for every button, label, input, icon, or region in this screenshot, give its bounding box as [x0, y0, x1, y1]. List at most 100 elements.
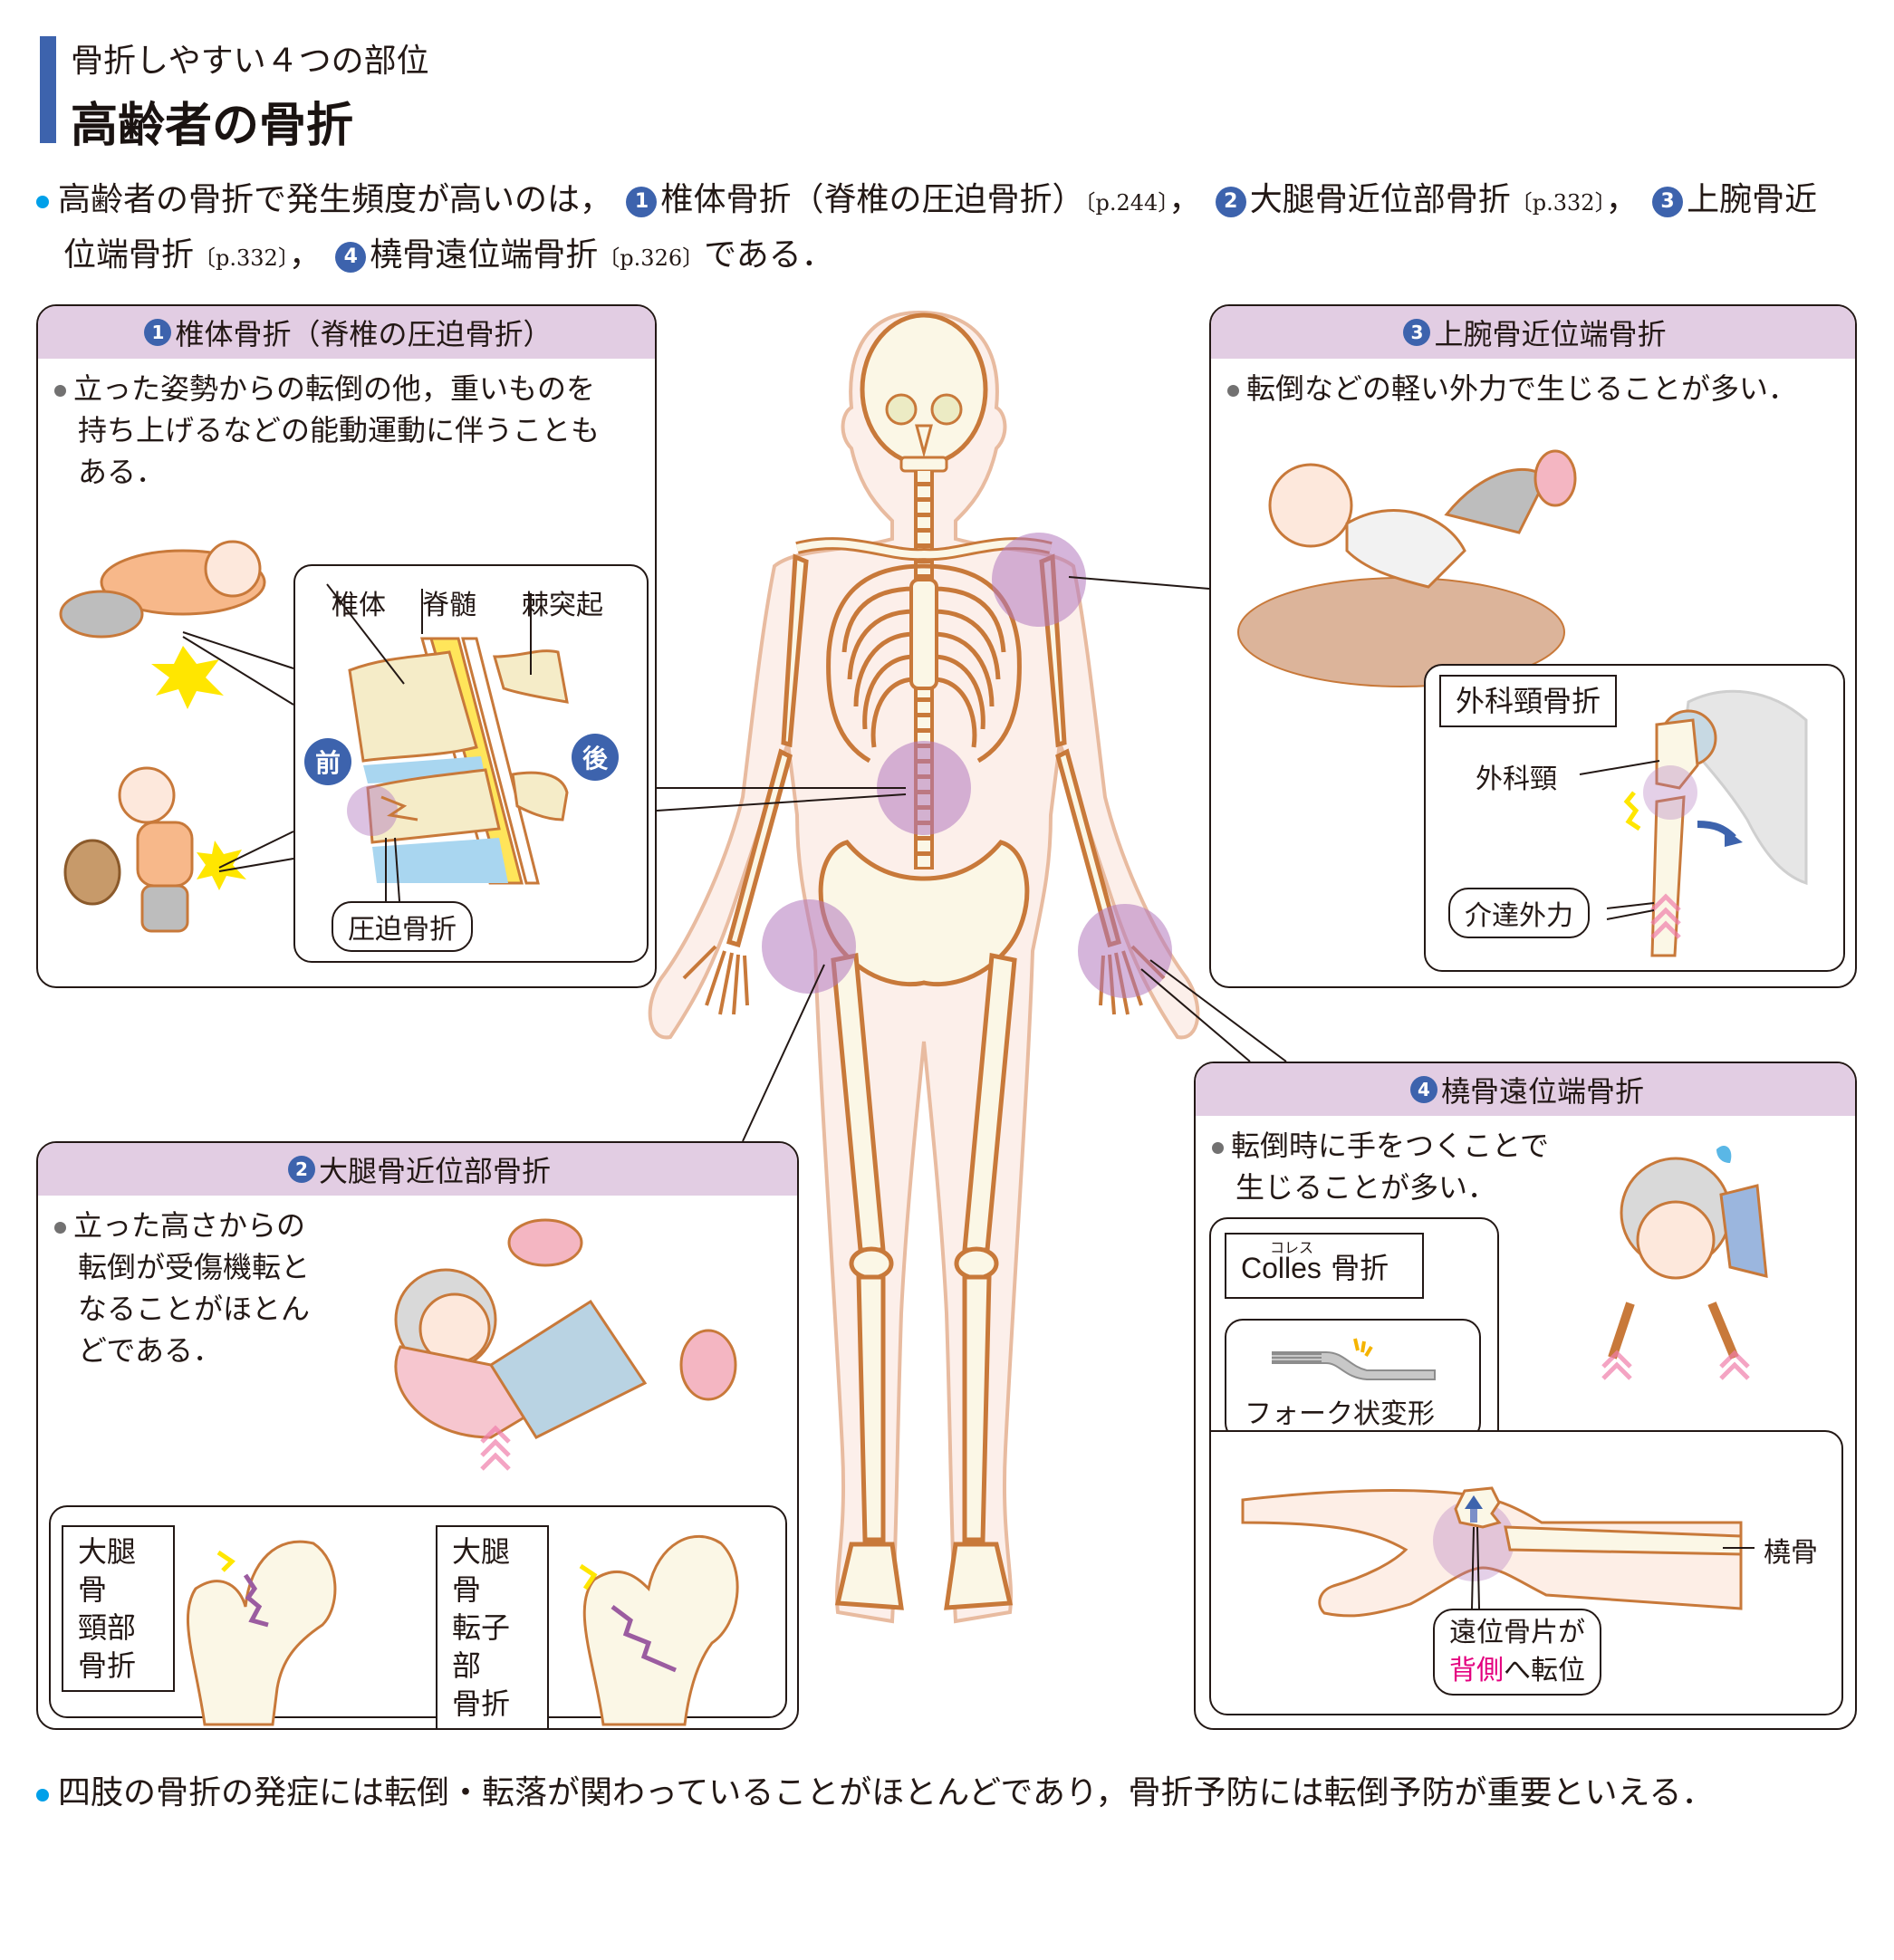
bullet-icon [36, 196, 49, 208]
label-back: 後 [572, 734, 619, 781]
panel-title: 橈骨遠位端骨折 [1440, 1074, 1644, 1109]
label-fork-deformity: フォーク状変形 [1245, 1398, 1435, 1430]
femur-diagrams [186, 1534, 739, 1726]
text-line: 転倒が受傷機転と [78, 1250, 311, 1284]
closing-text: 四肢の骨折の発症には転倒・転落が関わっていることがほとんどであり，骨折予防には転… [58, 1774, 1715, 1811]
bullet-icon [54, 384, 66, 397]
label-text: Colles [1241, 1252, 1322, 1284]
spine-detail-box: 椎体 脊髄 棘突起 前 後 圧迫骨折 [293, 564, 649, 963]
panel-description: 転倒などの軽い外力で生じることが多い． [1211, 359, 1855, 409]
panel-description: 立った姿勢からの転倒の他，重いものを 持ち上げるなどの能動運動に伴うことも ある… [38, 359, 655, 493]
intro-item-3-rest: 位端骨折 [63, 236, 195, 274]
intro-text: 高齢者の骨折で発生頻度が高いのは， [58, 181, 613, 218]
label-line: 骨折 [78, 1648, 137, 1683]
text-line: 転倒などの軽い外力で生じることが多い． [1246, 371, 1798, 406]
leader-lines [182, 631, 294, 872]
text-line: ある． [78, 455, 166, 489]
panel-header: 1 椎体骨折（脊椎の圧迫骨折） [38, 306, 655, 359]
text-line: 生じることが多い． [1235, 1170, 1497, 1205]
label-radius: 橈骨 [1764, 1537, 1818, 1569]
label-spinal-cord: 脊髄 [422, 590, 476, 621]
femur-detail-box: 大腿骨 頸部 骨折 大腿骨 転子部 骨折 [49, 1505, 787, 1728]
panel-proximal-femur-fracture: 2 大腿骨近位部骨折 立った高さからの 転倒が受傷機転と なることがほとん どで… [36, 1141, 799, 1730]
label-compression-fracture: 圧迫骨折 [332, 901, 473, 952]
panel-title: 椎体骨折（脊椎の圧迫骨折） [175, 317, 553, 351]
text-line: 立った高さからの [73, 1208, 306, 1243]
label-surgical-neck: 外科頸 [1476, 764, 1557, 795]
label-text: へ転位 [1504, 1655, 1585, 1686]
fork-deformity-bubble: フォーク状変形 [1225, 1319, 1481, 1441]
label-spinous-process: 棘突起 [522, 590, 603, 621]
panel-title: 上腕骨近位端骨折 [1434, 317, 1667, 351]
text-line: 転倒時に手をつくことで [1231, 1129, 1550, 1163]
panel-vertebral-fracture: 1 椎体骨折（脊椎の圧迫骨折） 立った姿勢からの転倒の他，重いものを 持ち上げる… [36, 304, 657, 988]
panel-description: 立った高さからの 転倒が受傷機転と なることがほとん どである． [38, 1196, 797, 1371]
title-accent-bar [40, 36, 56, 143]
number-badge-2: 2 [1215, 187, 1246, 217]
label-vertebral-body: 椎体 [332, 590, 386, 621]
number-badge-4: 4 [1409, 1076, 1437, 1103]
panel-title: 大腿骨近位部骨折 [318, 1154, 551, 1188]
wrist-detail-box: 橈骨 遠位骨片が 背側へ転位 [1209, 1430, 1843, 1715]
highlighted-text: 背側 [1449, 1655, 1504, 1686]
falling-elderly-illustration [394, 1218, 737, 1471]
separator: ， [1168, 181, 1202, 218]
bullet-icon [54, 1221, 66, 1234]
label-text: 骨折 [1331, 1251, 1389, 1285]
number-badge-3: 3 [1652, 187, 1684, 217]
bullet-icon [1212, 1141, 1224, 1154]
panel-proximal-humerus-fracture: 3 上腕骨近位端骨折 転倒などの軽い外力で生じることが多い． 外科頸骨折 外科頸… [1209, 304, 1857, 988]
humerus-diagram [1579, 689, 1808, 957]
colles-detail-box: コレス Colles 骨折 フォーク状変形 [1209, 1217, 1499, 1453]
vertebra-diagram [326, 583, 569, 902]
label-trochanteric-fracture: 大腿骨 転子部 骨折 [436, 1525, 549, 1728]
label-line: 頸部 [78, 1610, 137, 1645]
page-ref-1: 〔p.244〕 [1084, 190, 1169, 216]
humerus-detail-box: 外科頸骨折 外科頸 介達外力 [1424, 664, 1845, 972]
page-subtitle: 骨折しやすい４つの部位 [71, 43, 429, 80]
number-badge-1: 1 [144, 319, 172, 346]
number-badge-1: 1 [626, 187, 658, 217]
text-line: 立った姿勢からの転倒の他，重いものを [73, 371, 596, 406]
intro-end: である． [704, 236, 834, 274]
separator: ， [288, 236, 322, 274]
panel-header: 3 上腕骨近位端骨折 [1211, 306, 1855, 359]
falling-elderly-illustration [59, 540, 266, 933]
text-line: どである． [78, 1333, 223, 1368]
panel-description: 転倒時に手をつくことで 生じることが多い． [1196, 1116, 1855, 1208]
intro-item-2: 大腿骨近位部骨折 [1249, 181, 1511, 218]
panel-header: 2 大腿骨近位部骨折 [38, 1143, 797, 1196]
label-line: 大腿骨 [452, 1534, 511, 1607]
label-surgical-neck-fracture: 外科頸骨折 [1439, 675, 1618, 727]
wrist-diagram [1241, 1486, 1755, 1618]
panel-distal-radius-fracture: 4 橈骨遠位端骨折 転倒時に手をつくことで 生じることが多い． コレス Coll… [1194, 1062, 1857, 1730]
intro-item-1: 椎体骨折（脊椎の圧迫骨折） [660, 181, 1085, 218]
fork-icon [1272, 1338, 1436, 1380]
page-ref-4: 〔p.326〕 [598, 245, 705, 271]
number-badge-3: 3 [1403, 319, 1431, 346]
number-badge-4: 4 [335, 242, 367, 273]
number-badge-2: 2 [287, 1156, 315, 1183]
label-line: 転子部 [452, 1610, 511, 1683]
closing-paragraph: 四肢の骨折の発症には転倒・転落が関わっていることがほとんどであり，骨折予防には転… [36, 1766, 1714, 1813]
label-indirect-force: 介達外力 [1448, 888, 1590, 938]
text-line: なることがほとん [78, 1292, 311, 1326]
label-femoral-neck-fracture: 大腿骨 頸部 骨折 [62, 1525, 175, 1692]
panel-header: 4 橈骨遠位端骨折 [1196, 1063, 1855, 1116]
falling-elderly-illustration [1601, 1145, 1768, 1380]
intro-item-4: 橈骨遠位端骨折 [370, 236, 599, 274]
page-ref-2: 〔p.332〕 [1510, 190, 1606, 216]
label-dorsal-displacement: 遠位骨片が 背側へ転位 [1433, 1609, 1601, 1696]
bullet-icon [1227, 384, 1239, 397]
label-line: 骨折 [452, 1686, 511, 1721]
label-colles-fracture: コレス Colles 骨折 [1225, 1233, 1424, 1299]
intro-item-3-part: 上腕骨近 [1687, 181, 1818, 218]
label-line: 背側へ転位 [1449, 1652, 1585, 1690]
separator: ， [1605, 181, 1639, 218]
page-title: 高齢者の骨折 [71, 98, 354, 153]
label-front: 前 [304, 738, 351, 785]
label-line: 遠位骨片が [1449, 1617, 1585, 1648]
